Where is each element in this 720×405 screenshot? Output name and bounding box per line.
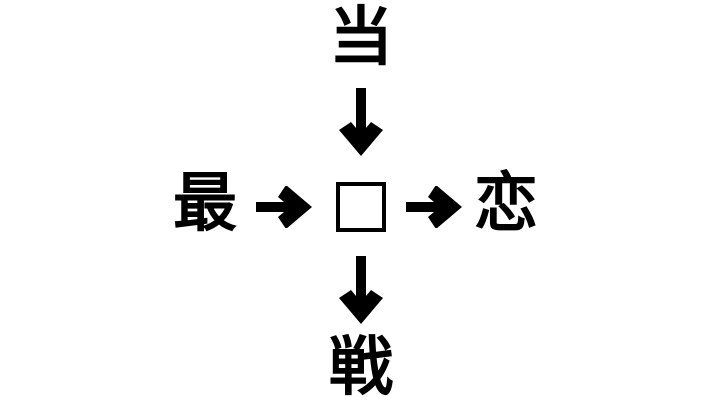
- arrow-right-icon: [256, 186, 312, 228]
- answer-square-blank[interactable]: [336, 182, 386, 232]
- kanji-node-bottom: 戦: [329, 331, 393, 405]
- arrow-down-icon: [338, 88, 384, 156]
- arrow-right-icon: [406, 186, 462, 228]
- arrow-down-icon: [338, 256, 384, 324]
- kanji-node-top: 当: [329, 1, 393, 75]
- kanji-node-left: 最: [173, 167, 237, 241]
- kanji-node-right: 恋: [474, 167, 538, 241]
